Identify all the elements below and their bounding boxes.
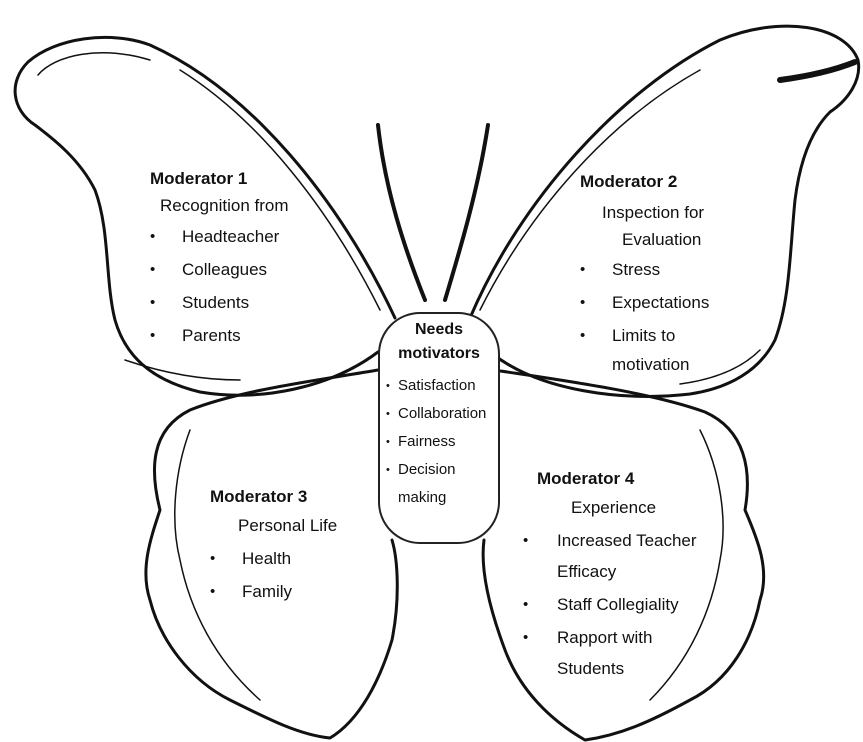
list-item: •Colleagues: [150, 253, 289, 286]
moderator-2-list: •Stress •Expectations •Limits to motivat…: [580, 253, 709, 381]
list-item: •Headteacher: [150, 220, 289, 253]
moderator-2-title: Moderator 2: [580, 165, 709, 198]
needs-motivators-list: •Satisfaction •Collaboration •Fairness •…: [386, 372, 486, 512]
moderator-3-subtitle: Personal Life: [238, 509, 337, 542]
moderator-4-box: Moderator 4 Experience •Increased Teache…: [537, 462, 697, 685]
list-item: •Staff Collegiality: [523, 588, 697, 621]
moderator-1-subtitle: Recognition from: [160, 189, 289, 222]
list-item: motivation: [580, 348, 709, 381]
list-item: •Collaboration: [386, 400, 486, 428]
moderator-1-box: Moderator 1 Recognition from •Headteache…: [150, 162, 289, 352]
list-item: •Stress: [580, 253, 709, 286]
left-antenna: [378, 125, 425, 300]
moderator-2-subtitle-line-2: Evaluation: [622, 223, 709, 256]
list-item: •Expectations: [580, 286, 709, 319]
list-item: •Increased Teacher: [523, 524, 697, 557]
list-item: •Family: [210, 575, 337, 608]
list-item: •Decision: [386, 456, 486, 484]
moderator-3-box: Moderator 3 Personal Life •Health •Famil…: [210, 480, 337, 608]
needs-motivators-title: Needs motivators: [380, 318, 498, 366]
list-item: making: [386, 484, 486, 512]
list-item: Efficacy: [523, 555, 697, 588]
moderator-3-list: •Health •Family: [210, 542, 337, 608]
list-item: •Satisfaction: [386, 372, 486, 400]
moderator-4-list: •Increased Teacher Efficacy •Staff Colle…: [523, 524, 697, 685]
needs-motivators-box: Needs motivators •Satisfaction •Collabor…: [378, 312, 500, 544]
list-item: •Parents: [150, 319, 289, 352]
list-item: •Students: [150, 286, 289, 319]
moderator-1-list: •Headteacher •Colleagues •Students •Pare…: [150, 220, 289, 352]
list-item: Students: [523, 652, 697, 685]
right-antenna: [445, 125, 488, 300]
list-item: •Health: [210, 542, 337, 575]
moderator-2-box: Moderator 2 Inspection for Evaluation •S…: [580, 165, 709, 381]
moderator-4-subtitle: Experience: [571, 491, 697, 524]
list-item: •Rapport with: [523, 621, 697, 654]
list-item: •Fairness: [386, 428, 486, 456]
